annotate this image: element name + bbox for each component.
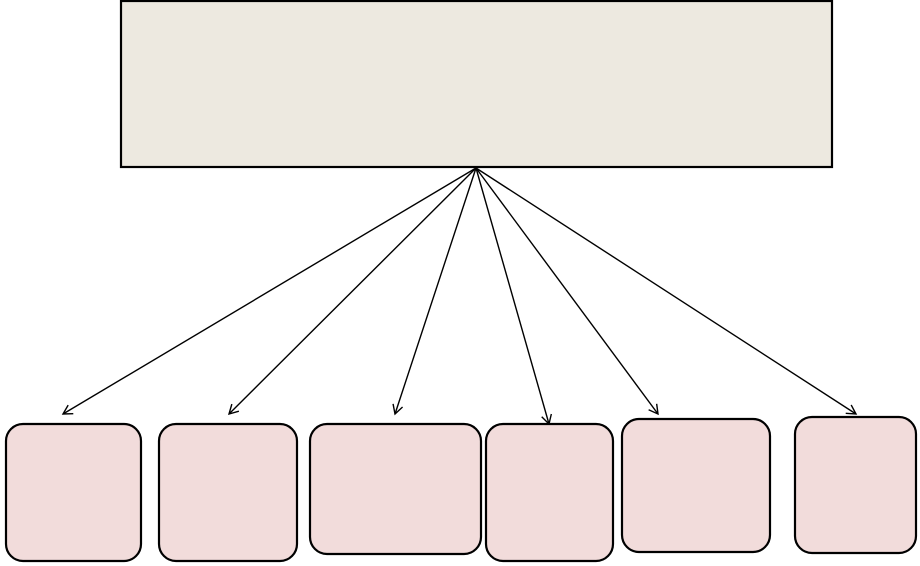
connector-3: [392, 167, 477, 416]
child-node-1: [4, 422, 143, 563]
child-box-5: [620, 417, 772, 554]
root-node: [119, 0, 834, 169]
child-box-6: [793, 415, 918, 555]
child-node-2: [157, 422, 299, 563]
child-node-4: [484, 422, 615, 563]
connectors: [61, 167, 858, 426]
child-box-3: [308, 422, 483, 556]
child-node-3: [308, 422, 483, 556]
connector-4: [475, 167, 553, 426]
connector-2: [227, 167, 477, 416]
connector-6: [475, 167, 858, 415]
root-box: [119, 0, 834, 169]
child-node-5: [620, 417, 772, 554]
child-box-1: [4, 422, 143, 563]
child-nodes: [4, 415, 918, 563]
connector-5: [475, 167, 659, 416]
child-box-2: [157, 422, 299, 563]
child-node-6: [793, 415, 918, 555]
child-box-4: [484, 422, 615, 563]
connector-1: [61, 167, 477, 415]
